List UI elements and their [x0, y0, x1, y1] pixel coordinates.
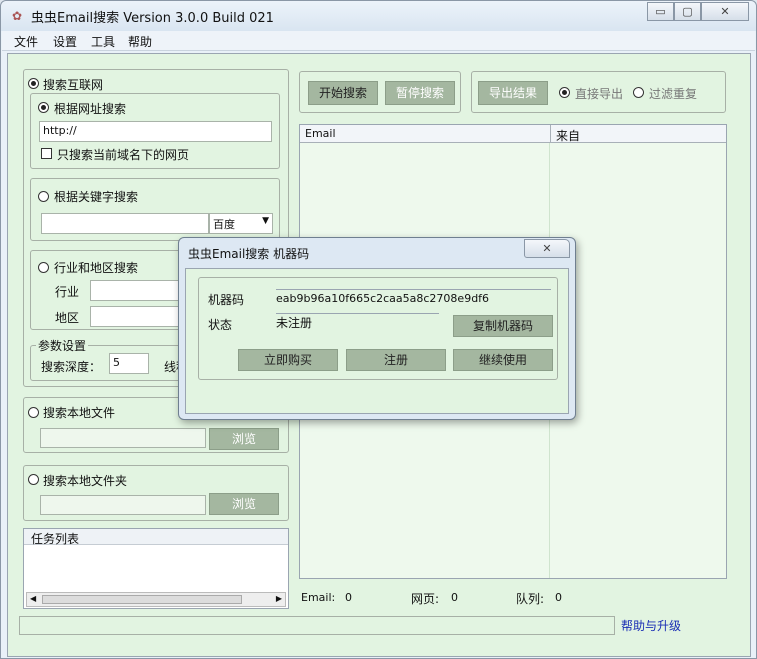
dialog-title: 虫虫Email搜索 机器码: [188, 247, 310, 261]
internet-label: 搜索互联网: [43, 78, 104, 92]
export-group: [471, 71, 726, 113]
start-search-button[interactable]: 开始搜索: [308, 81, 378, 105]
machine-code-dialog: 虫虫Email搜索 机器码 ✕ 机器码 eab9b96a10f665c2caa5…: [178, 237, 576, 420]
stats-email-label: Email:: [301, 591, 336, 604]
url-input[interactable]: http://: [39, 121, 272, 142]
industry-search-label: 行业和地区搜索: [54, 261, 139, 275]
local-folder-label: 搜索本地文件夹: [43, 474, 128, 488]
keyword-search-group: [30, 178, 280, 241]
local-file-input[interactable]: [40, 428, 206, 448]
keyword-search-radio[interactable]: [38, 191, 49, 202]
engine-select-value: 百度: [213, 218, 235, 231]
local-file-label: 搜索本地文件: [43, 406, 116, 420]
stats-queue-label: 队列:: [516, 592, 545, 606]
col-from-header: 来自: [556, 129, 581, 143]
keyword-search-label: 根据关键字搜索: [54, 190, 139, 204]
copy-machine-code-button[interactable]: 复制机器码: [453, 315, 553, 337]
industry-label: 行业: [55, 285, 80, 299]
minimize-button[interactable]: ▭: [647, 2, 674, 21]
dialog-info-group: [198, 277, 558, 380]
local-folder-browse-button[interactable]: 浏览: [209, 493, 279, 515]
local-file-radio[interactable]: [28, 407, 39, 418]
filter-duplicate-label: 过滤重复: [649, 87, 698, 101]
menu-help[interactable]: 帮助: [128, 35, 153, 49]
status-field: [19, 616, 615, 635]
url-search-radio[interactable]: [38, 102, 49, 113]
search-controls-group: [299, 71, 461, 113]
only-domain-checkbox[interactable]: [41, 148, 52, 159]
local-folder-radio[interactable]: [28, 474, 39, 485]
local-folder-input[interactable]: [40, 495, 206, 515]
chevron-left-icon[interactable]: ◀: [30, 594, 37, 603]
pause-search-button[interactable]: 暂停搜索: [385, 81, 455, 105]
help-upgrade-link[interactable]: 帮助与升级: [621, 619, 682, 633]
dialog-close-button[interactable]: ✕: [524, 239, 570, 258]
local-folder-group: [23, 465, 289, 521]
close-button[interactable]: ✕: [701, 2, 749, 21]
header-divider: [550, 125, 551, 143]
only-domain-label: 只搜索当前域名下的网页: [57, 148, 190, 162]
stats-pages-label: 网页:: [411, 592, 440, 606]
industry-search-radio[interactable]: [38, 262, 49, 273]
col-email-header[interactable]: Email: [305, 127, 336, 140]
filter-duplicate-radio[interactable]: [633, 87, 644, 98]
task-list-header: 任务列表: [24, 529, 288, 546]
local-file-group: [23, 397, 289, 453]
url-search-label: 根据网址搜索: [54, 102, 127, 116]
stats-email-value: 0: [345, 591, 352, 604]
direct-export-label: 直接导出: [575, 87, 624, 101]
title-bar: ✿ 虫虫Email搜索 Version 3.0.0 Build 021 ▭ ▢ …: [1, 1, 756, 31]
app-icon: ✿: [11, 9, 23, 23]
url-search-group: [30, 93, 280, 169]
task-list-hscrollbar[interactable]: ◀ ▶: [26, 592, 286, 607]
scroll-thumb[interactable]: [42, 595, 242, 604]
window-title: 虫虫Email搜索 Version 3.0.0 Build 021: [31, 11, 274, 26]
results-header: Email 来自: [300, 125, 726, 143]
machine-code-label: 机器码: [208, 293, 245, 307]
direct-export-radio[interactable]: [559, 87, 570, 98]
depth-input[interactable]: 5: [109, 353, 149, 374]
local-file-browse-button[interactable]: 浏览: [209, 428, 279, 450]
menu-tools[interactable]: 工具: [91, 35, 116, 49]
dialog-body: 机器码 eab9b96a10f665c2caa5a8c2708e9df6 状态 …: [185, 268, 569, 414]
keyword-input[interactable]: [41, 213, 209, 234]
export-results-button[interactable]: 导出结果: [478, 81, 548, 105]
task-list[interactable]: 任务列表 ◀ ▶: [23, 528, 289, 609]
status-value: 未注册: [276, 313, 439, 333]
menu-settings[interactable]: 设置: [53, 35, 78, 49]
chevron-down-icon: ▼: [262, 216, 269, 226]
internet-search-group: [23, 69, 289, 387]
buy-now-button[interactable]: 立即购买: [238, 349, 338, 371]
stats-queue-value: 0: [555, 591, 562, 604]
stats-pages-value: 0: [451, 591, 458, 604]
machine-code-value[interactable]: eab9b96a10f665c2caa5a8c2708e9df6: [276, 289, 551, 307]
register-button[interactable]: 注册: [346, 349, 446, 371]
maximize-button[interactable]: ▢: [674, 2, 701, 21]
region-label: 地区: [55, 311, 80, 325]
params-title: 参数设置: [36, 337, 89, 354]
chevron-right-icon[interactable]: ▶: [275, 594, 282, 603]
task-list-header-label: 任务列表: [31, 532, 80, 546]
depth-label: 搜索深度：: [41, 360, 102, 374]
status-label: 状态: [208, 318, 233, 332]
internet-radio[interactable]: [28, 78, 39, 89]
continue-button[interactable]: 继续使用: [453, 349, 553, 371]
menu-file[interactable]: 文件: [14, 35, 39, 49]
menu-bar: 文件 设置 工具 帮助: [2, 31, 755, 51]
engine-select[interactable]: 百度 ▼: [209, 213, 273, 234]
